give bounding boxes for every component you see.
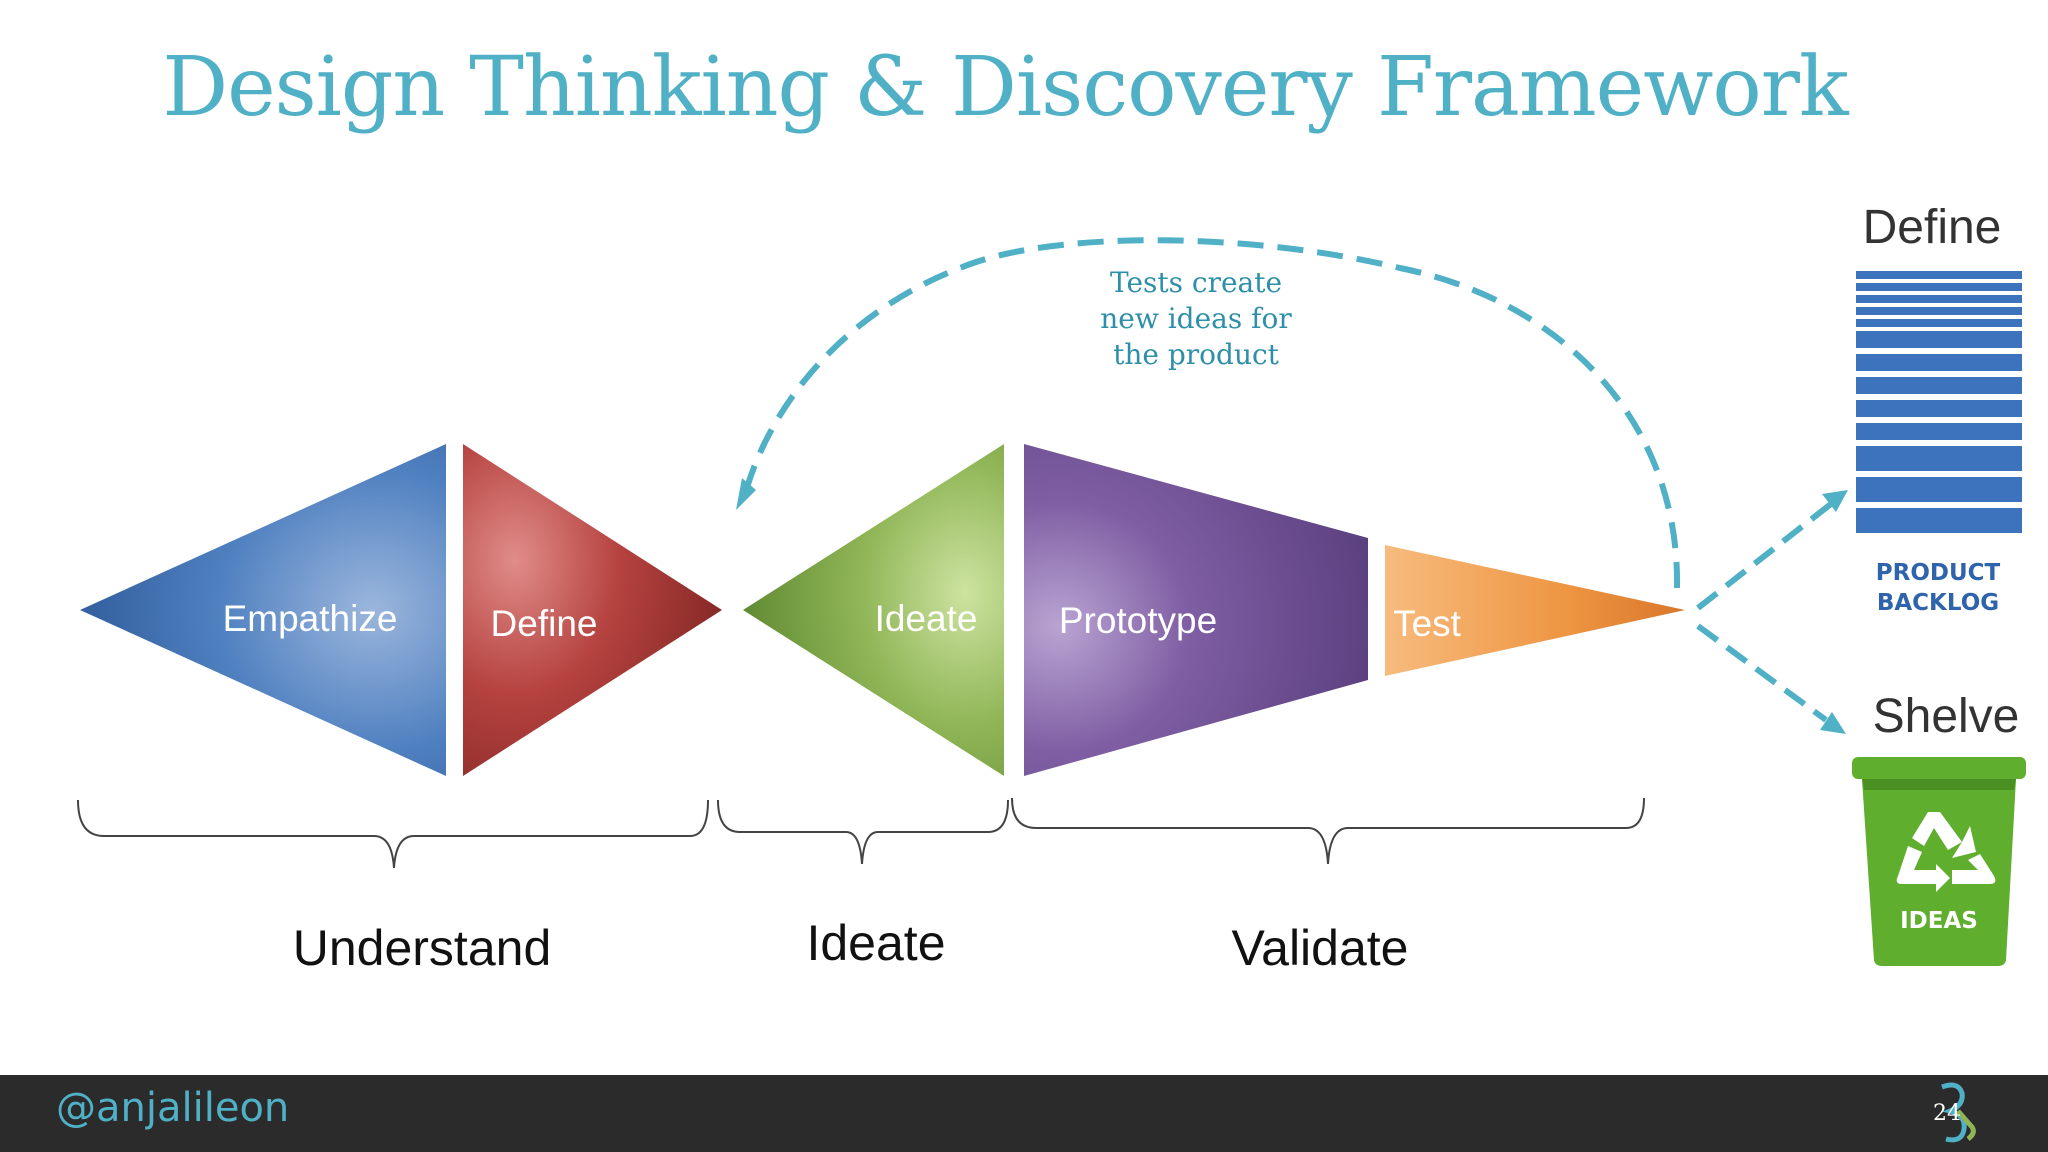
empathize-label: Empathize — [223, 598, 398, 639]
prototype-shape — [1024, 444, 1368, 776]
backlog-label-line-1: PRODUCT — [1876, 560, 2001, 586]
define-shape — [463, 444, 722, 776]
dashed-curved-arrow-icon — [741, 237, 1681, 589]
feedback-note-line-3: the product — [1113, 338, 1280, 371]
test-shape — [1385, 545, 1685, 676]
logo-icon — [1941, 1082, 1976, 1143]
arrowhead-shelve-icon — [1820, 712, 1846, 734]
validate-label: Validate — [1232, 920, 1409, 976]
author-handle: @anjalileon — [56, 1085, 290, 1131]
arrow-to-backlog — [1696, 497, 1838, 611]
arrowhead-backlog-icon — [1822, 490, 1848, 512]
validate-brace — [1011, 797, 1645, 865]
define-stage-label: Define — [491, 603, 598, 644]
ideate-stage-label: Ideate — [875, 598, 978, 639]
trash-bin-icon — [1852, 757, 2026, 966]
page-title: Design Thinking & Discovery Framework — [162, 40, 1848, 135]
ideate-phase-label: Ideate — [806, 915, 945, 971]
understand-brace — [77, 799, 709, 869]
shelve-label: Shelve — [1873, 690, 2020, 743]
test-label: Test — [1393, 603, 1462, 644]
feedback-arrowhead-icon — [736, 478, 756, 510]
define-outcome-label: Define — [1863, 201, 2002, 254]
product-backlog-icon — [1856, 271, 2022, 533]
prototype-label: Prototype — [1059, 600, 1217, 641]
feedback-note-line-1: Tests create — [1110, 266, 1282, 299]
understand-label: Understand — [293, 920, 552, 976]
slide-number: 24 — [1933, 1101, 1961, 1126]
ideate-brace — [717, 799, 1009, 865]
bin-label: IDEAS — [1900, 908, 1978, 934]
framework-diagram: Empathize Define Ideate Prototype Test U… — [77, 201, 2026, 976]
footer-bar: @anjalileon 24 — [0, 1075, 2048, 1152]
feedback-note-line-2: new ideas for — [1100, 302, 1292, 335]
arrow-to-shelve — [1696, 623, 1828, 723]
empathize-shape — [80, 444, 446, 776]
ideate-shape — [743, 444, 1004, 776]
backlog-label-line-2: BACKLOG — [1877, 590, 1999, 616]
recycle-icon — [1896, 812, 1996, 892]
